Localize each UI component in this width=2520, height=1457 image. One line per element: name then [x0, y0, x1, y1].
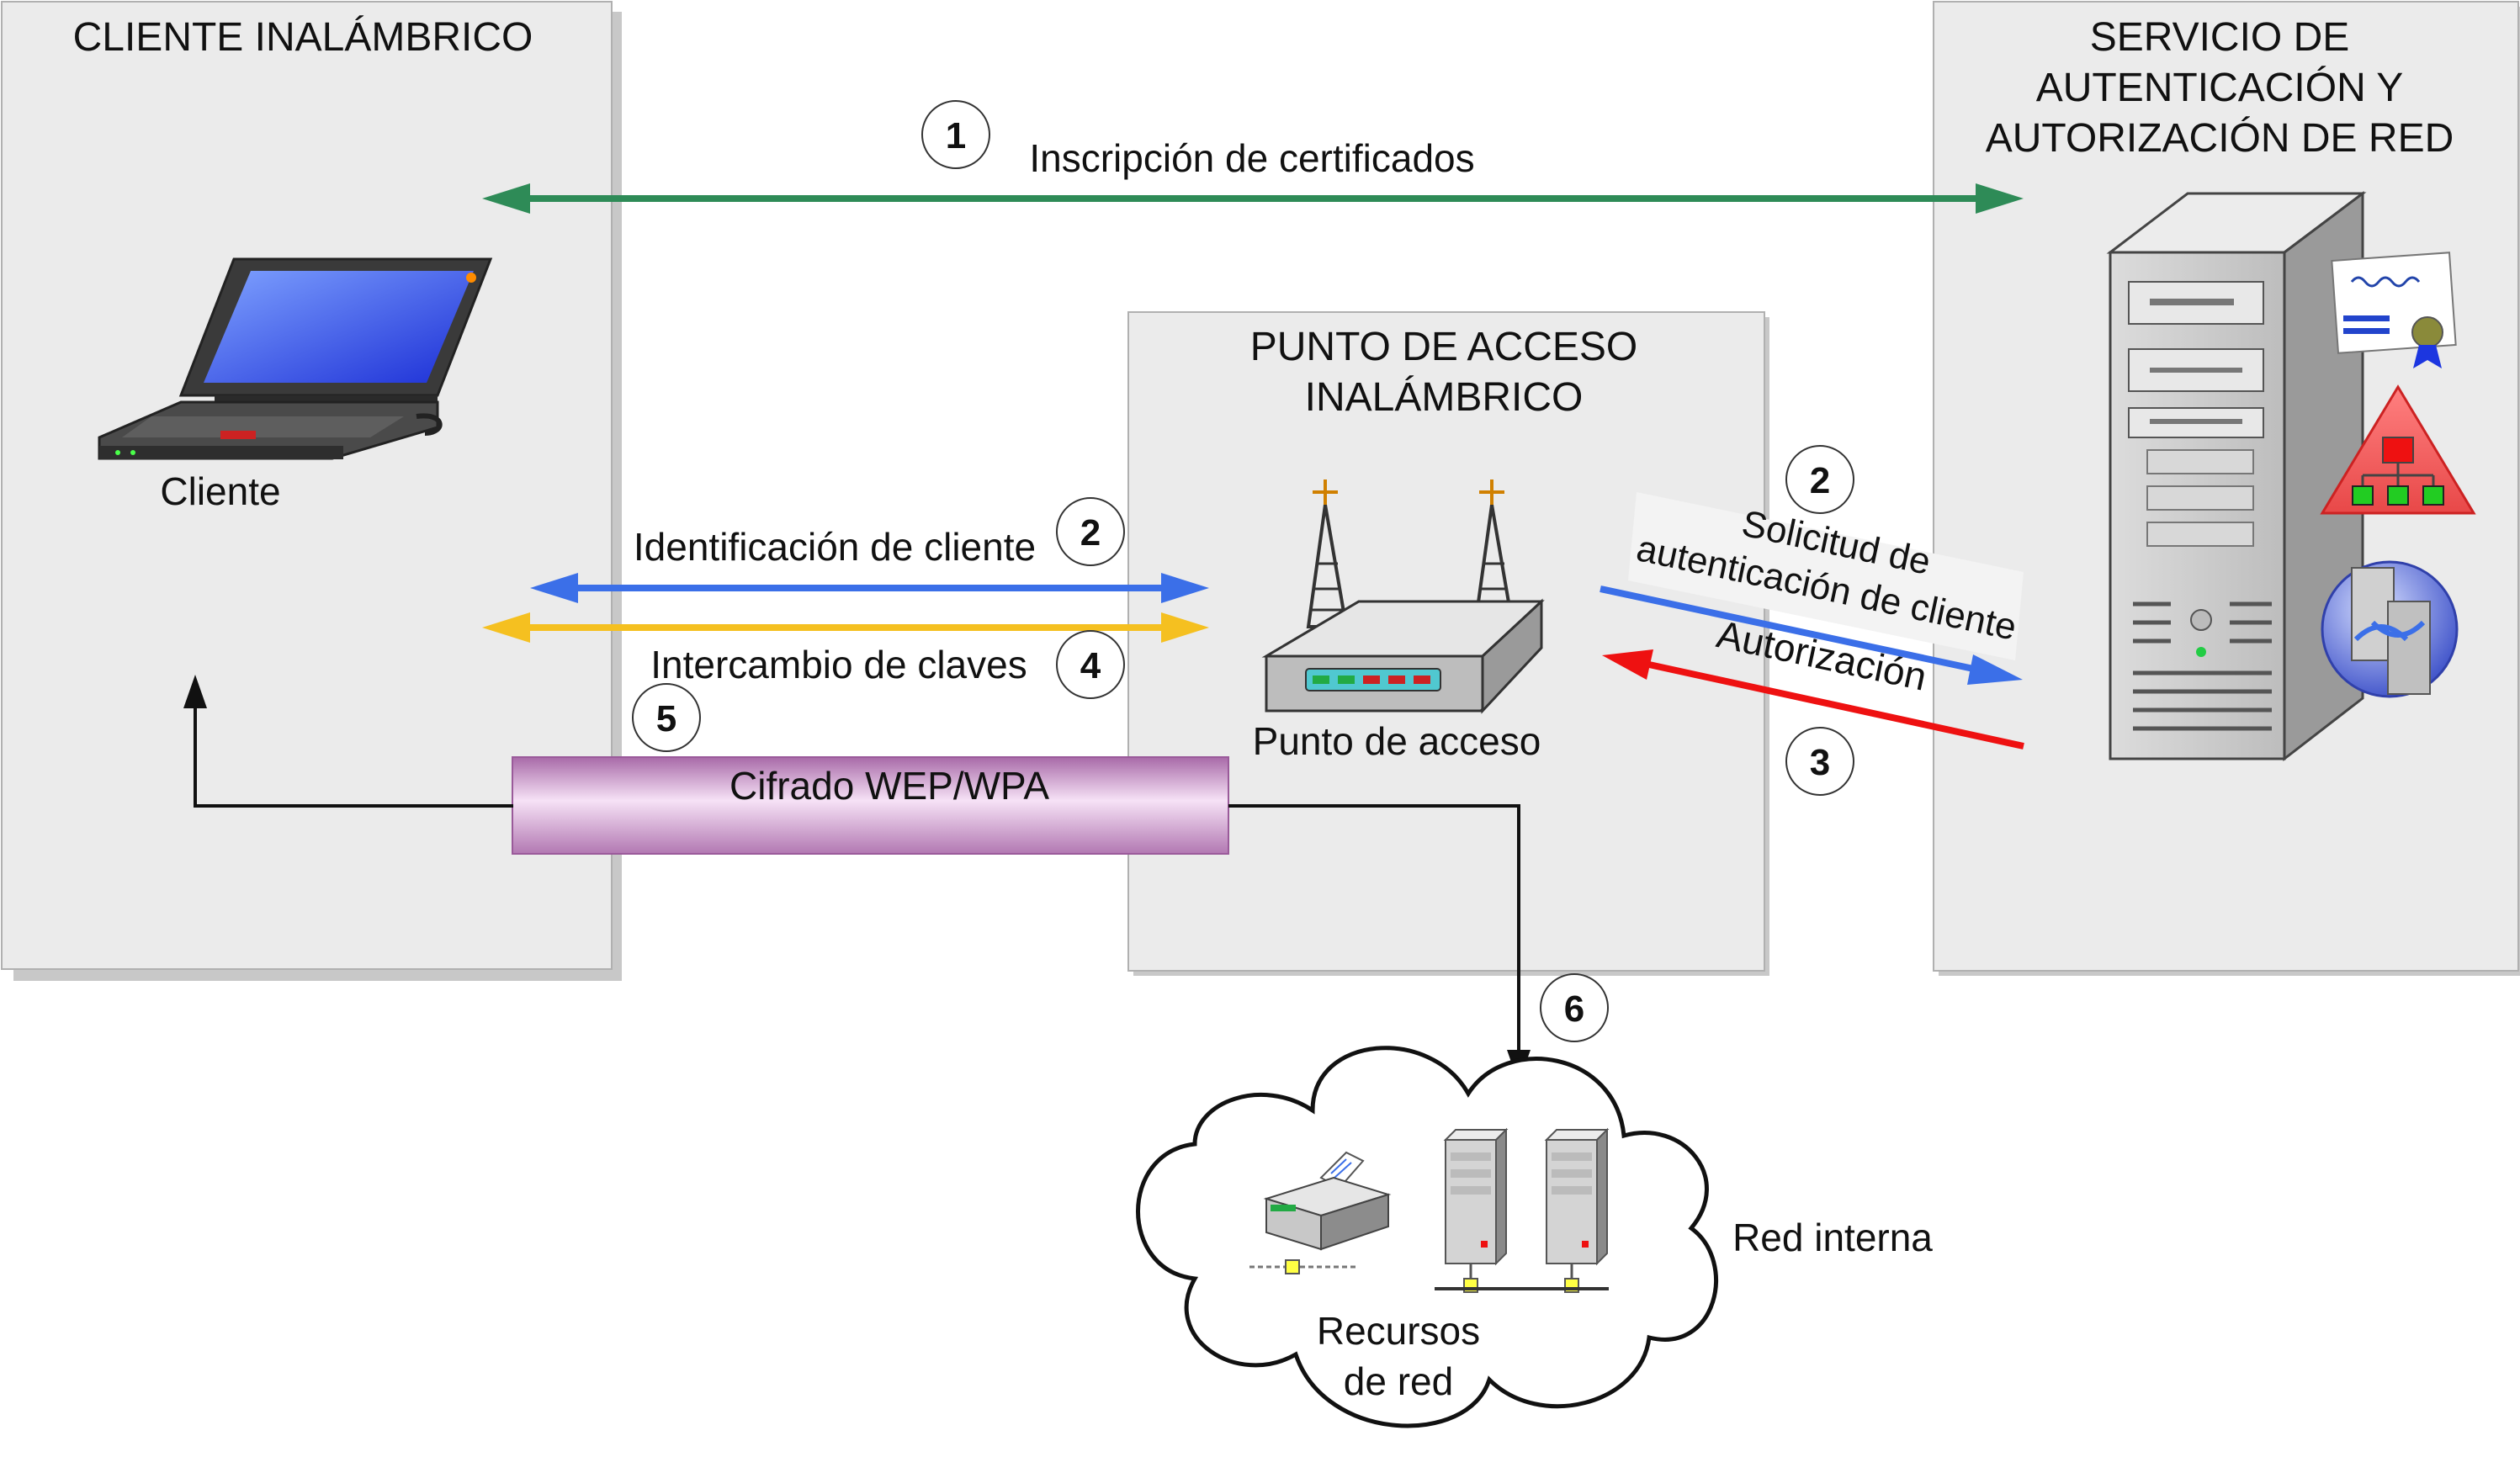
certificate-icon — [2331, 252, 2457, 368]
enrollment-label: Inscripción de certificados — [1029, 136, 1474, 180]
auth-request-arrow — [1600, 585, 2023, 685]
step-2-server-badge: 2 — [1785, 445, 1854, 514]
client-panel-title: CLIENTE INALÁMBRICO — [73, 15, 533, 60]
step-5-badge: 5 — [632, 683, 701, 752]
step-3-number: 3 — [1810, 742, 1830, 783]
identification-arrow — [530, 573, 1209, 603]
key-exchange-arrow — [482, 612, 1209, 643]
laptop-icon — [98, 257, 493, 460]
network-server-2-icon — [1544, 1127, 1610, 1293]
step-6-badge: 6 — [1540, 973, 1609, 1042]
auth-service-title-line1: SERVICIO DE — [2090, 15, 2350, 60]
internal-network-label: Red interna — [1732, 1216, 1933, 1259]
resources-label-line1: Recursos — [1317, 1309, 1480, 1353]
resources-label-line2: de red — [1344, 1359, 1453, 1403]
encryption-label: Cifrado WEP/WPA — [729, 764, 1049, 808]
server-tower-icon — [2106, 190, 2367, 762]
step-6-number: 6 — [1564, 988, 1584, 1030]
auth-request-label-background — [1628, 492, 2024, 660]
access-point-title-line1: PUNTO DE ACCESO — [1250, 325, 1638, 369]
step-2-client-number: 2 — [1080, 512, 1101, 554]
step-2-server-number: 2 — [1810, 460, 1830, 501]
step-4-badge: 4 — [1056, 630, 1125, 699]
router-icon — [1261, 479, 1545, 714]
key-exchange-label: Intercambio de claves — [650, 643, 1027, 686]
client-panel — [1, 1, 622, 981]
step-3-badge: 3 — [1785, 727, 1854, 796]
enrollment-arrow — [482, 183, 2024, 214]
identification-label: Identificación de cliente — [634, 525, 1036, 569]
step-1-number: 1 — [946, 115, 966, 156]
auth-service-title-line3: AUTORIZACIÓN DE RED — [1986, 115, 2454, 161]
auth-service-title-line2: AUTENTICACIÓN Y — [2036, 65, 2404, 110]
client-device-label: Cliente — [160, 469, 280, 513]
step-4-number: 4 — [1080, 645, 1101, 686]
access-point-panel — [1127, 311, 1769, 976]
hierarchy-pyramid-icon — [2320, 384, 2476, 515]
access-point-device-label: Punto de acceso — [1253, 719, 1541, 763]
step-1-badge: 1 — [921, 100, 990, 169]
step-2-client-badge: 2 — [1056, 497, 1125, 566]
authorization-arrow — [1602, 649, 2024, 750]
access-point-title-line2: INALÁMBRICO — [1305, 375, 1584, 420]
directory-globe-icon — [2321, 560, 2459, 698]
printer-icon — [1249, 1151, 1392, 1274]
step-5-number: 5 — [656, 698, 676, 739]
